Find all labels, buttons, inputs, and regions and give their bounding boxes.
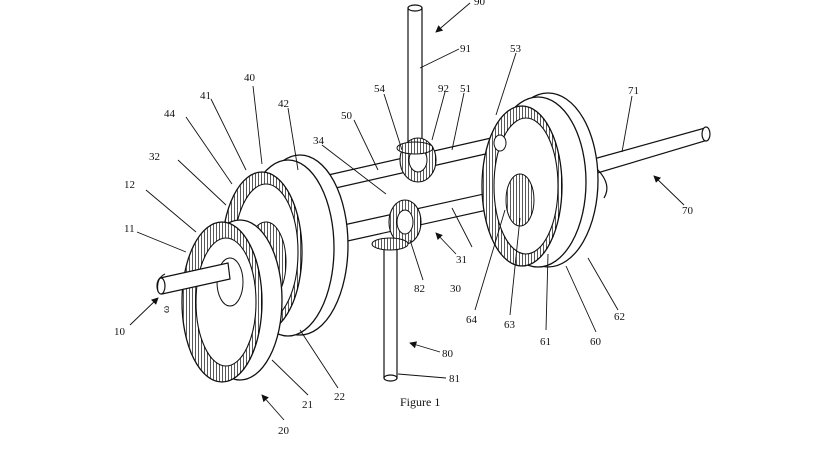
label-81: 81	[449, 373, 460, 385]
label-50: 50	[341, 110, 353, 122]
label-42: 42	[278, 98, 289, 110]
label-32: 32	[149, 151, 160, 163]
vertical-shaft-81	[383, 247, 398, 382]
bevel-gear-92	[396, 137, 437, 183]
label-12: 12	[124, 179, 135, 191]
label-21: 21	[302, 399, 313, 411]
label-61: 61	[540, 336, 551, 348]
label-41: 41	[200, 90, 211, 102]
label-92: 92	[438, 83, 449, 95]
vertical-shaft-91	[407, 4, 423, 149]
bevel-gear-82	[371, 199, 422, 251]
gear-assembly-60	[481, 92, 599, 268]
label-40: 40	[244, 72, 256, 84]
label-11: 11	[124, 223, 135, 235]
label-60: 60	[590, 336, 602, 348]
label-34: 34	[313, 135, 325, 147]
label-44: 44	[164, 108, 176, 120]
label-71: 71	[628, 85, 639, 97]
label-22: 22	[334, 391, 345, 403]
label-30: 30	[450, 283, 462, 295]
leader-lines	[129, 2, 685, 421]
label-53: 53	[510, 43, 522, 55]
label-20: 20	[278, 425, 290, 437]
label-54: 54	[374, 83, 386, 95]
label-91: 91	[460, 43, 471, 55]
label-63: 63	[504, 319, 516, 331]
label-80: 80	[442, 348, 454, 360]
label-51: 51	[460, 83, 471, 95]
gear-assembly-20	[181, 219, 283, 383]
label-62: 62	[614, 311, 625, 323]
reference-labels: 10 11 12 32 44 41 40 42 34 50 54 92 51 5…	[114, 0, 694, 437]
label-82: 82	[414, 283, 425, 295]
input-shaft-10: ω	[156, 262, 231, 313]
label-64: 64	[466, 314, 478, 326]
omega-symbol: ω	[160, 306, 172, 313]
label-70: 70	[682, 205, 694, 217]
label-31: 31	[456, 254, 467, 266]
output-shaft-71	[589, 126, 711, 199]
figure-caption: Figure 1	[400, 395, 440, 409]
label-90: 90	[474, 0, 486, 8]
label-10: 10	[114, 326, 126, 338]
